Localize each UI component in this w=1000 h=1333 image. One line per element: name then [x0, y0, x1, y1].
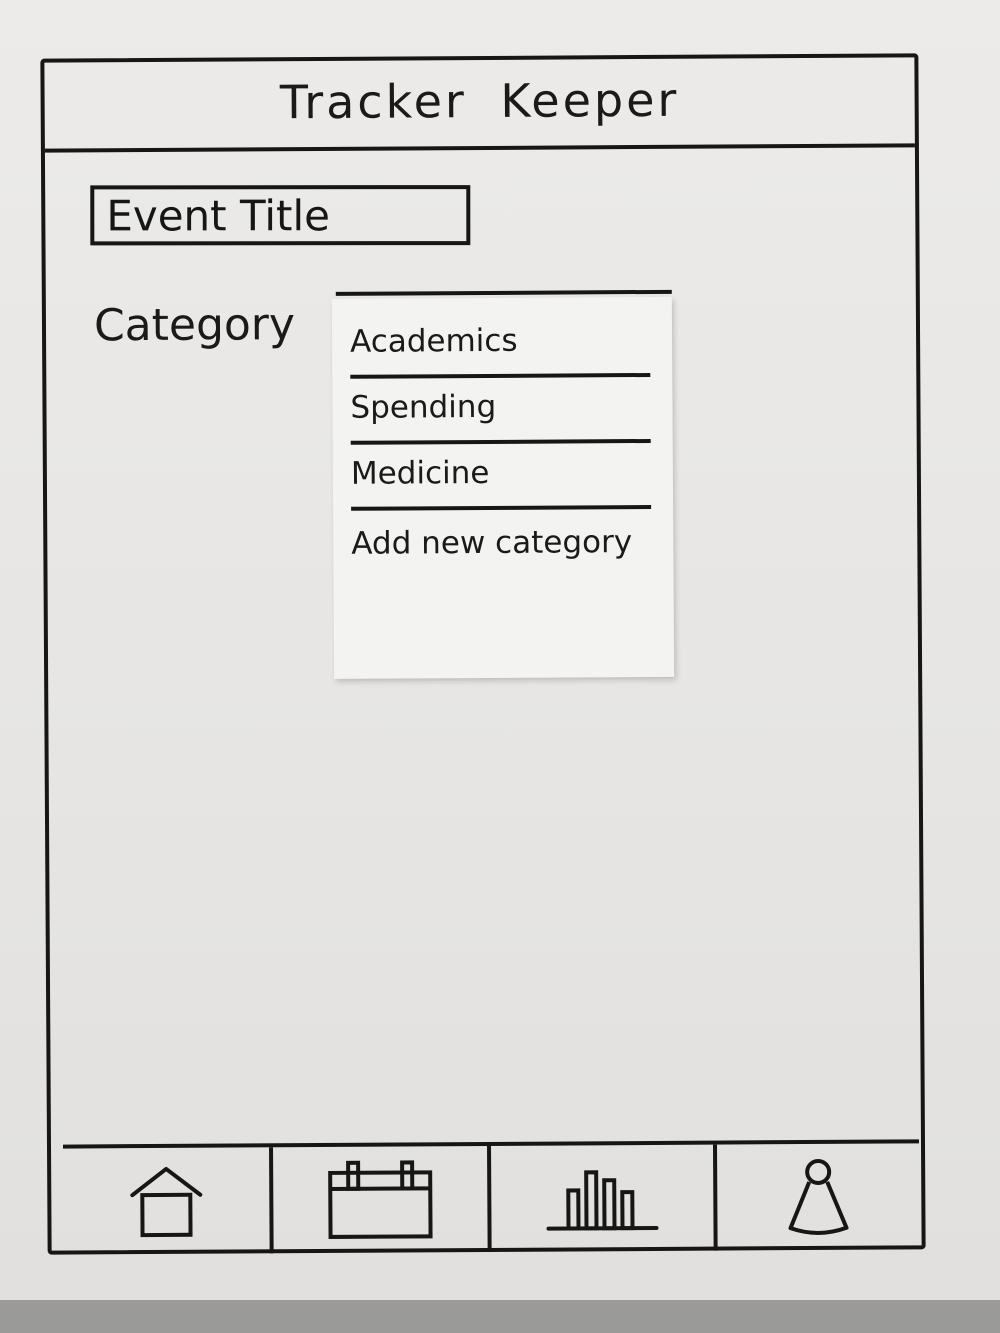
nav-home[interactable] — [63, 1147, 274, 1255]
nav-profile[interactable] — [717, 1143, 920, 1250]
app-title: Tracker Keeper — [279, 72, 680, 130]
table-surface — [0, 1300, 1000, 1333]
profile-icon — [788, 1158, 849, 1235]
home-icon — [130, 1166, 203, 1238]
dropdown-option-add-new-category[interactable]: Add new category — [351, 524, 633, 562]
category-dropdown-menu: Academics Spending Medicine Add new cate… — [331, 296, 675, 679]
dropdown-option-spending[interactable]: Spending — [350, 376, 651, 445]
dropdown-option-medicine[interactable]: Medicine — [350, 442, 652, 511]
app-header: Tracker Keeper — [44, 57, 915, 153]
category-label: Category — [93, 299, 296, 352]
dropdown-option-academics[interactable]: Academics — [349, 310, 651, 379]
nav-statistics[interactable] — [491, 1144, 718, 1252]
calendar-icon — [328, 1160, 433, 1239]
event-title-input[interactable] — [90, 185, 471, 246]
phone-frame: Tracker Keeper Category Academics Spendi… — [40, 53, 926, 1255]
nav-calendar[interactable] — [273, 1145, 492, 1254]
category-select[interactable] — [335, 289, 672, 296]
bar-chart-icon — [546, 1170, 659, 1231]
bottom-nav-bar — [62, 1139, 920, 1255]
